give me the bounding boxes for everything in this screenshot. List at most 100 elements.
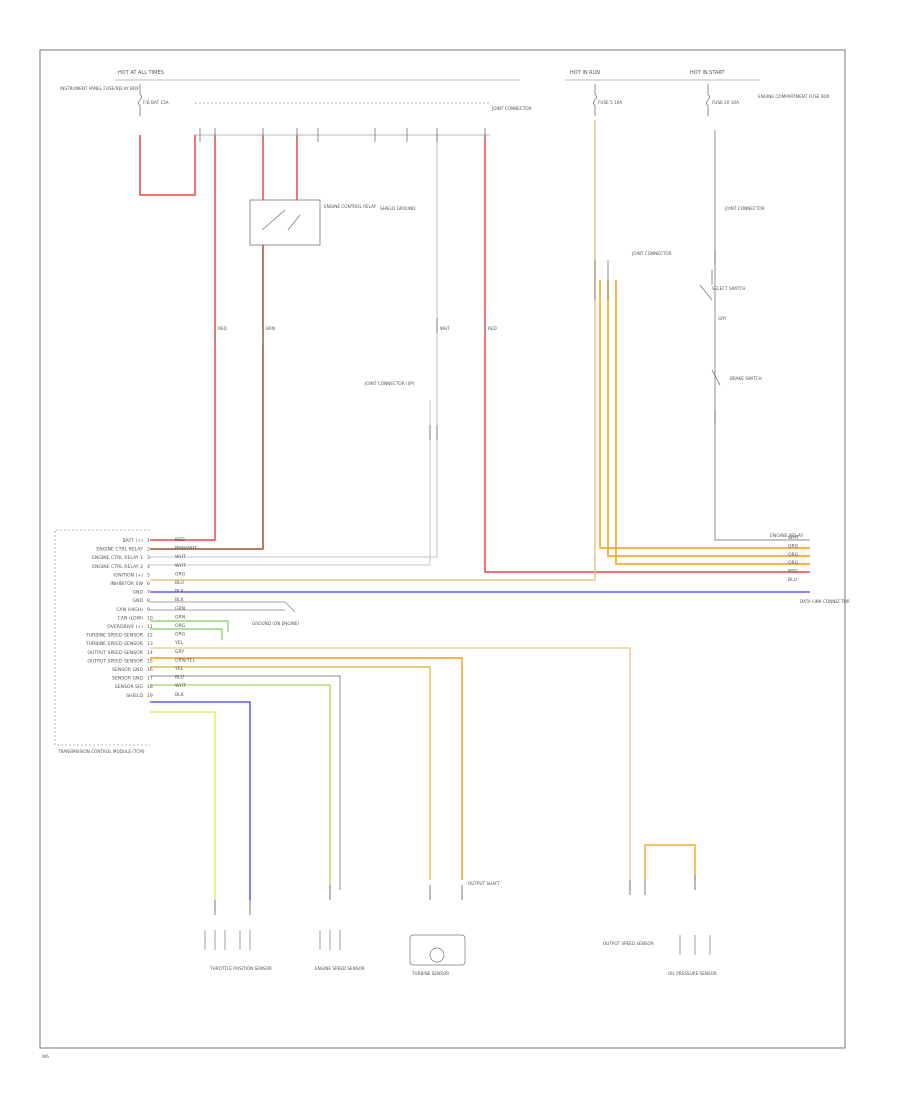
wire-gray-output: [150, 675, 341, 890]
tcm-pin-number: 8: [147, 598, 150, 604]
tcm-pin-number: 10: [147, 615, 153, 621]
oil-pressure-sensor-label: OIL PRESSURE SENSOR: [668, 971, 717, 976]
mid-joint-label: JOINT CONNECTOR (I/P): [364, 381, 415, 386]
tcm-pin-number: 12: [147, 633, 153, 639]
wire-tag-gry-1: GRY: [718, 316, 727, 321]
tcm-pin-number: 16: [147, 667, 153, 673]
tcm-pin-wire-color: GRN/YEL: [175, 657, 195, 663]
tcm-pin-number: 18: [147, 684, 153, 690]
output-speed-sensor-label: OUTPUT SPEED SENSOR: [603, 941, 654, 946]
wire-brown-relay: [150, 245, 264, 550]
tcm-right-pin-color: ORG: [788, 552, 799, 558]
tcm-pin-name: SENSOR SIG: [115, 684, 144, 690]
select-switch-icon: [699, 270, 713, 301]
fuse-mid-icon: [593, 84, 597, 116]
tcm-pin-wire-color: BLU: [175, 675, 184, 681]
tcm-pin-wire-color: WHT: [175, 683, 186, 689]
tcm-pin-wire-color: GRY: [175, 649, 184, 655]
tcm-pin-name: TURBINE SPEED SENSOR: [85, 641, 144, 647]
tcm-right-pin-color: RED: [788, 569, 798, 575]
wire-orange-3: [615, 280, 810, 565]
tcm-right-pin-color: ORG: [788, 560, 799, 566]
tcm-pin-name: SHIELD: [126, 693, 143, 699]
fuse-block-right-label: ENGINE COMPARTMENT FUSE BOX: [758, 94, 830, 99]
tcm-pin-number: 17: [147, 676, 153, 682]
relay-switch-icon: [261, 209, 301, 231]
relay-label: ENGINE CONTROL RELAY: [324, 204, 377, 209]
tcm-pin-wire-color: BLK: [175, 692, 185, 698]
engine-control-relay: [249, 199, 321, 246]
tcm-pin-number: 1: [147, 538, 150, 544]
tcm-pin-number: 6: [147, 581, 150, 587]
shield-ground-label: SHIELD GROUND: [380, 206, 415, 211]
tcm-pin-name: ENGINE CTRL RELAY: [96, 547, 143, 553]
tcm-pin-name: SENSOR GND: [112, 676, 143, 682]
tcm-pin-wire-color: BRN/WHT: [175, 546, 197, 552]
tcm-pin-number: 13: [147, 641, 153, 647]
tcm-pin-name: GND: [132, 590, 143, 596]
throttle-sensor-label: THROTTLE POSITION SENSOR: [209, 966, 272, 971]
right-joint-1-label: JOINT CONNECTOR: [631, 251, 672, 256]
wire-yellow-throttle: [150, 711, 216, 900]
wire-tag-brn-1: BRN: [266, 326, 275, 331]
tcm-pin-number: 14: [147, 650, 153, 656]
wire-gray-switch: [714, 130, 810, 541]
tcm-pin-name: CAN (HIGH): [116, 607, 143, 613]
tcm-pin-name: OUTPUT SPEED SENSOR: [87, 658, 143, 664]
wire-orange-overdrive: [150, 647, 631, 885]
wire-can-low: [150, 628, 223, 640]
tcm-pin-wire-color: GRN: [175, 614, 185, 620]
power-source-left: HOT AT ALL TIMES: [118, 70, 164, 76]
wire-red-right: [484, 135, 810, 573]
wire-tag-red-2: RED: [488, 326, 497, 331]
bus-label: DATA LINK CONNECTOR: [800, 599, 850, 604]
joint-connector-top: JOINT CONNECTOR: [491, 106, 532, 111]
tcm-pin-wire-color: RED: [175, 537, 185, 543]
ground-label: GROUND (ON ENGINE): [252, 621, 300, 626]
frame-code: W6: [42, 1054, 49, 1059]
tcm-pin-name: OVERDRIVE (+): [107, 624, 143, 630]
tcm-pin-name: ENGINE CTRL RELAY 2: [92, 564, 143, 570]
output-unit-label: OUTPUT SHAFT: [468, 881, 500, 886]
power-source-right: HOT IN START: [690, 70, 726, 76]
tcm-pin-wire-color: ORG: [175, 623, 186, 629]
turbine-sensor-label: TURBINE SENSOR: [411, 971, 449, 976]
select-switch-label: SELECT SWITCH: [712, 286, 746, 291]
tcm-pin-number: 19: [147, 693, 153, 699]
tcm-pin-name: SENSOR GND: [112, 667, 143, 673]
power-source-mid: HOT IN RUN: [570, 70, 600, 76]
wire-orange-1: [599, 280, 810, 549]
diagram-border: [39, 49, 846, 1049]
tcm-right-pin-color: BLU: [788, 577, 797, 583]
tcm-right-pin-color: WHT: [788, 535, 799, 541]
wire-red-batt: [150, 135, 216, 541]
tcm-pin-name: ENGINE CTRL RELAY 1: [92, 555, 143, 561]
wire-group: [139, 120, 810, 900]
tcm-pin-name: IGNITION (+): [113, 572, 143, 578]
tcm-pin-wire-color: GRN: [175, 606, 185, 612]
tcm-pin-name: CAN (LOW): [118, 615, 144, 621]
engine-speed-sensor: ENGINE SPEED SENSOR: [315, 885, 365, 971]
throttle-position-sensor: THROTTLE POSITION SENSOR: [204, 900, 272, 971]
wire-oil-loop: [644, 844, 696, 880]
tcm-pin-name: OUTPUT SPEED SENSOR: [87, 650, 143, 656]
tcm-pin-wire-color: BLK: [175, 589, 185, 595]
fuse-right-icon: [706, 84, 710, 116]
tcm-pin-number: 11: [147, 624, 153, 630]
fuse-block-left-label: INSTRUMENT PANEL FUSE/RELAY BOX: [60, 86, 139, 91]
output-speed-sensor: OUTPUT SPEED SENSOR: [603, 880, 654, 946]
fuse-left-label: F/B BAT 15A: [143, 100, 169, 105]
engine-speed-sensor-label: ENGINE SPEED SENSOR: [315, 966, 365, 971]
tcm-pin-name: TURBINE SPEED SENSOR: [85, 633, 144, 639]
wire-white-1: [150, 135, 438, 558]
oil-pressure-sensor: OIL PRESSURE SENSOR: [668, 875, 717, 976]
tcm-title: TRANSMISSION CONTROL MODULE (TCM): [57, 749, 145, 754]
tcm-pin-wire-color: ORG: [175, 632, 186, 638]
fuse-mid-label: FUSE 5 10A: [598, 100, 622, 105]
tcm-pin-wire-color: YEL: [174, 666, 184, 672]
tcm-pin-number: 3: [147, 555, 150, 561]
